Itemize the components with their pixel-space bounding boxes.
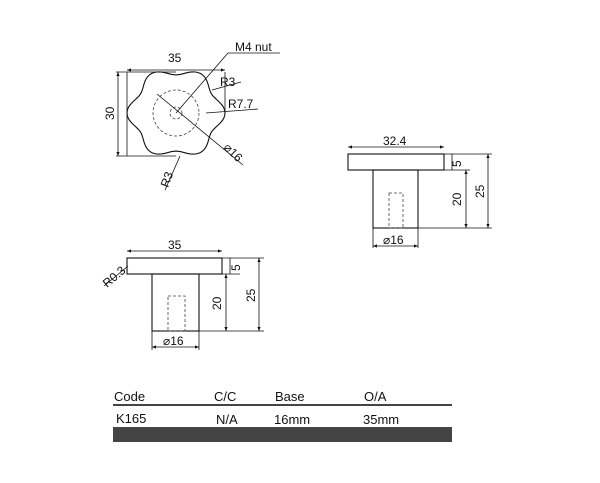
cap-width-label: 32.4 xyxy=(383,134,407,148)
r77-label: R7.7 xyxy=(228,97,254,111)
header-code: Code xyxy=(114,389,146,404)
cell-oa: 35mm xyxy=(363,412,400,427)
top-view: 35 30 M4 nut R3 R7.7 ⌀16 R3 xyxy=(103,40,280,191)
cell-code: K165 xyxy=(116,411,147,426)
header-oa: O/A xyxy=(364,389,387,404)
cap-height-label: 5 xyxy=(229,264,243,271)
stem-dia-label: ⌀16 xyxy=(163,334,184,348)
bore-circle xyxy=(152,89,200,137)
stem-height-label: 20 xyxy=(210,296,224,310)
dia-label: ⌀16 xyxy=(221,140,246,165)
edge-radius-label: R0.3 xyxy=(100,263,129,290)
r3-bottom-label: R3 xyxy=(158,170,177,190)
stem-height-label: 20 xyxy=(450,192,464,206)
table-bar xyxy=(113,427,452,442)
height-label: 30 xyxy=(103,106,117,120)
stem-dia-label: ⌀16 xyxy=(383,233,404,247)
overall-height-label: 25 xyxy=(244,288,258,302)
width-label: 35 xyxy=(168,51,182,65)
cell-cc: N/A xyxy=(216,412,238,427)
nut-label: M4 nut xyxy=(235,40,272,54)
nut-circle xyxy=(169,106,183,120)
header-base: Base xyxy=(275,389,305,404)
cap-width-label: 35 xyxy=(168,238,182,252)
side-view-bottom: 35 R0.3 5 20 25 ⌀16 xyxy=(100,238,264,350)
r3-top-label: R3 xyxy=(220,75,236,89)
cap-height-label: 5 xyxy=(450,160,464,167)
header-cc: C/C xyxy=(214,389,237,404)
overall-height-label: 25 xyxy=(473,184,487,198)
cell-base: 16mm xyxy=(274,412,311,427)
side-view-right: 32.4 5 20 25 ⌀16 xyxy=(347,134,492,248)
